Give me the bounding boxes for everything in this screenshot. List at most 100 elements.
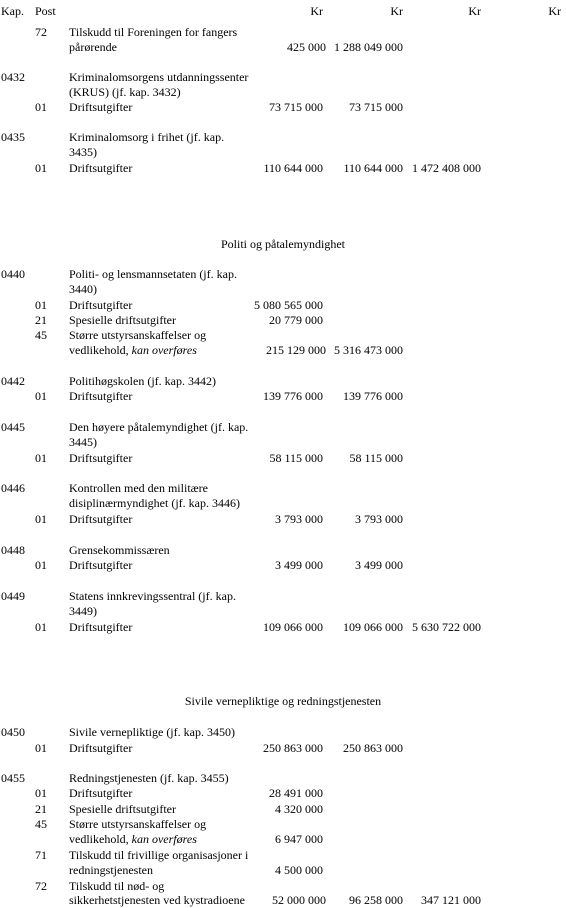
header-kap: Kap.: [1, 4, 24, 18]
kap-text: Redningstjenesten (jf. kap. 3455): [69, 771, 229, 785]
kap-number: 0445: [1, 420, 25, 434]
amount-col2: 73 715 000: [349, 100, 403, 114]
kap-number: 0450: [1, 725, 25, 739]
header-col2: Kr: [390, 4, 403, 18]
kap-text: 3449): [69, 604, 97, 618]
amount-col1: 3 793 000: [275, 512, 323, 526]
post-text-emphasis: kan overføres: [131, 343, 197, 357]
post-text: Driftsutgifter: [69, 389, 133, 403]
post-number: 01: [35, 451, 47, 465]
amount-col1: 58 115 000: [269, 451, 323, 465]
amount-col1: 20 779 000: [269, 313, 323, 327]
amount-col1: 28 491 000: [269, 786, 323, 800]
post-number: 01: [35, 512, 47, 526]
post-number: 45: [35, 817, 47, 831]
header-post: Post: [35, 4, 56, 18]
post-text: Driftsutgifter: [69, 512, 133, 526]
amount-col1: 250 863 000: [263, 741, 323, 755]
post-number: 01: [35, 620, 47, 634]
post-number: 21: [35, 802, 47, 816]
kap-text: Kriminalomsorgens utdanningssenter: [69, 70, 249, 84]
post-number: 01: [35, 298, 47, 312]
amount-col2: 96 258 000: [349, 893, 403, 907]
header-col1: Kr: [310, 4, 323, 18]
post-number: 01: [35, 161, 47, 175]
kap-text: Kontrollen med den militære: [69, 481, 208, 495]
post-number: 45: [35, 328, 47, 342]
kap-text: Sivile vernepliktige (jf. kap. 3450): [69, 725, 235, 739]
post-text-emphasis: kan overføres: [131, 832, 197, 846]
kap-text: 3445): [69, 435, 97, 449]
post-number: 01: [35, 100, 47, 114]
amount-col2: 5 316 473 000: [334, 343, 403, 357]
post-text: Driftsutgifter: [69, 161, 133, 175]
amount-col1: 215 129 000: [266, 343, 326, 357]
post-number: 21: [35, 313, 47, 327]
post-text: Tilskudd til nød- og: [69, 879, 165, 893]
post-text: Spesielle driftsutgifter: [69, 802, 176, 816]
amount-col2: 58 115 000: [349, 451, 403, 465]
post-text: Driftsutgifter: [69, 558, 133, 572]
amount-col3: 1 472 408 000: [412, 161, 481, 175]
amount-col1: 52 000 000: [272, 893, 326, 907]
amount-col2: 110 644 000: [343, 161, 403, 175]
post-text: vedlikehold, kan overføres: [69, 343, 197, 357]
section-heading: Sivile vernepliktige og redningstjeneste…: [184, 694, 382, 708]
header-col3: Kr: [468, 4, 481, 18]
amount-col2: 250 863 000: [343, 741, 403, 755]
kap-number: 0442: [1, 374, 25, 388]
post-text: Driftsutgifter: [69, 298, 133, 312]
kap-number: 0432: [1, 70, 25, 84]
kap-text: 3435): [69, 145, 97, 159]
header-col4: Kr: [548, 4, 561, 18]
amount-col1: 4 320 000: [275, 802, 323, 816]
post-text: Spesielle driftsutgifter: [69, 313, 176, 327]
post-number: 01: [35, 741, 47, 755]
amount-col1: 73 715 000: [269, 100, 323, 114]
kap-text: 3440): [69, 282, 97, 296]
amount-col1: 5 080 565 000: [254, 298, 323, 312]
kap-text: (KRUS) (jf. kap. 3432): [69, 85, 181, 99]
kap-text: Grensekommissæren: [69, 543, 170, 557]
kap-number: 0449: [1, 589, 25, 603]
kap-number: 0435: [1, 130, 25, 144]
amount-col1: 425 000: [287, 40, 326, 54]
amount-col2: 3 793 000: [355, 512, 403, 526]
post-number: 01: [35, 786, 47, 800]
kap-text: Politi- og lensmannsetaten (jf. kap.: [69, 267, 237, 281]
amount-col2: 109 066 000: [343, 620, 403, 634]
kap-text: Kriminalomsorg i frihet (jf. kap.: [69, 130, 225, 144]
kap-number: 0448: [1, 543, 25, 557]
amount-col2: 3 499 000: [355, 558, 403, 572]
post-text: pårørende: [69, 40, 117, 54]
amount-col3: 5 630 722 000: [412, 620, 481, 634]
kap-number: 0455: [1, 771, 25, 785]
post-text: Større utstyrsanskaffelser og: [69, 817, 207, 831]
kap-text: Politihøgskolen (jf. kap. 3442): [69, 374, 216, 388]
post-text: Driftsutgifter: [69, 451, 133, 465]
post-text: Driftsutgifter: [69, 620, 133, 634]
post-text: redningstjenesten: [69, 863, 153, 877]
post-number: 72: [35, 879, 47, 893]
amount-col2: 1 288 049 000: [334, 40, 403, 54]
amount-col1: 139 776 000: [263, 389, 323, 403]
amount-col1: 3 499 000: [275, 558, 323, 572]
amount-col1: 109 066 000: [263, 620, 323, 634]
post-text: Tilskudd til Foreningen for fangers: [69, 25, 238, 39]
amount-col1: 110 644 000: [263, 161, 323, 175]
amount-col1: 6 947 000: [275, 832, 323, 846]
post-number: 71: [35, 848, 47, 862]
post-text: Driftsutgifter: [69, 100, 133, 114]
kap-text: Statens innkrevingssentral (jf. kap.: [69, 589, 236, 603]
kap-number: 0446: [1, 481, 25, 495]
post-text: sikkerhetstjenesten ved kystradioene: [69, 893, 245, 907]
kap-text: disiplinærmyndighet (jf. kap. 3446): [69, 496, 240, 510]
post-number: 72: [35, 25, 47, 39]
amount-col2: 139 776 000: [343, 389, 403, 403]
post-number: 01: [35, 558, 47, 572]
kap-text: Den høyere påtalemyndighet (jf. kap.: [69, 420, 249, 434]
post-text: vedlikehold, kan overføres: [69, 832, 197, 846]
post-text: Driftsutgifter: [69, 786, 133, 800]
amount-col1: 4 500 000: [275, 863, 323, 877]
post-number: 01: [35, 389, 47, 403]
